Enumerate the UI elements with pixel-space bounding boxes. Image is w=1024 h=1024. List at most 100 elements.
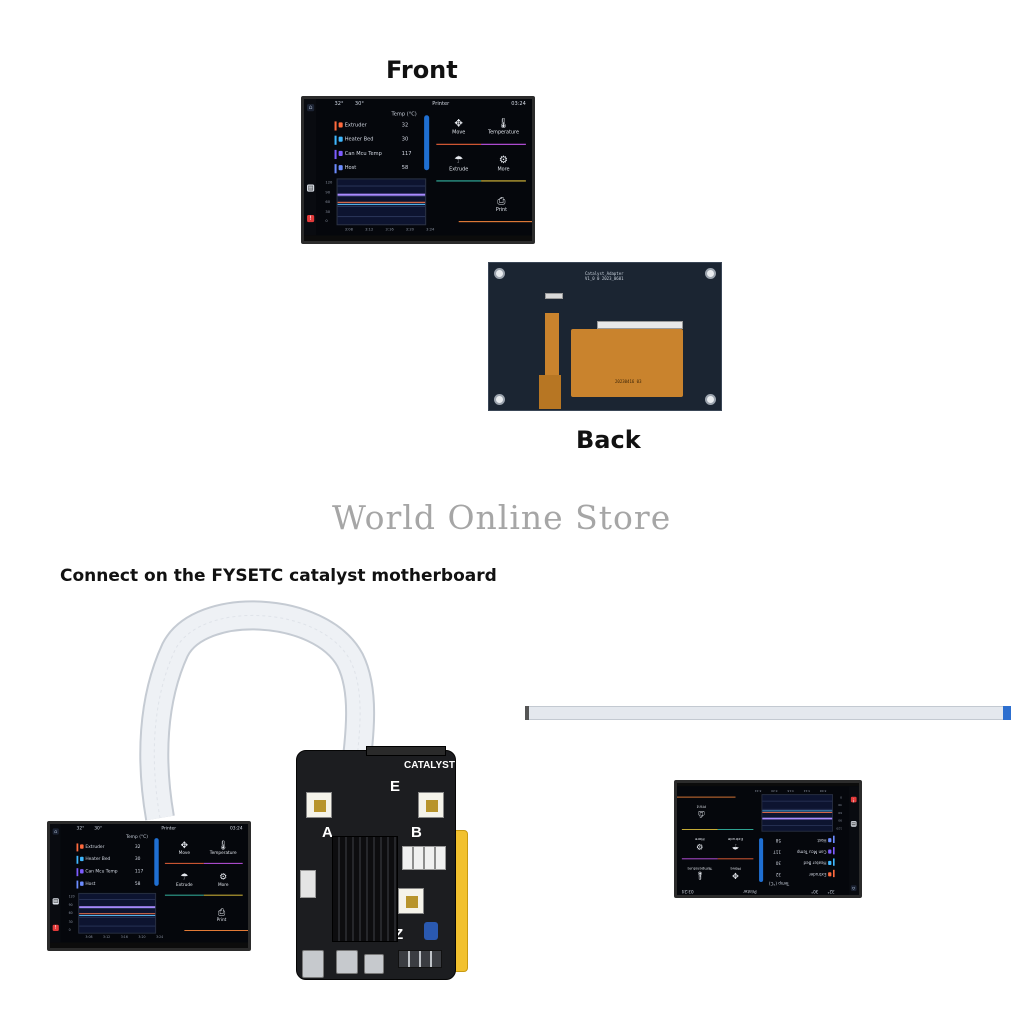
tile-move[interactable]: ✥Move — [434, 111, 483, 146]
fpc-connector — [545, 293, 563, 299]
tile-label: Move — [178, 851, 191, 856]
temp-row-name: Extruder — [85, 844, 105, 850]
temp-list-scrollbar — [424, 115, 430, 171]
temperature-icon: 🌡 — [217, 840, 229, 851]
temp-row-value: 117 — [401, 150, 412, 158]
tile-underline — [481, 143, 526, 145]
temp-row-name: Can Mcu Temp — [344, 150, 382, 158]
chart-x-tick: 3:16 — [120, 935, 128, 939]
sensor-icon — [80, 881, 84, 886]
catalyst-motherboard: CATALYST A B E Z — [296, 744, 468, 980]
temp-row[interactable]: Heater Bed 30 — [334, 135, 431, 145]
display-back-board: Catalyst_Adapter V1_0 0 2023_0601 202304… — [488, 262, 722, 411]
tile-underline — [436, 179, 482, 182]
can-mcu-series-line — [79, 906, 156, 908]
temp-row-value: 32 — [134, 844, 141, 850]
tile-label: Extrude — [449, 167, 469, 173]
console-icon: ▤ — [307, 184, 315, 192]
mount-hole — [705, 394, 716, 405]
tile-underline — [203, 894, 243, 896]
extruder-series-line — [337, 201, 426, 203]
chart-x-tick: 3:24 — [426, 227, 435, 232]
temp-row-name: Host — [344, 165, 357, 172]
temp-row-value: 117 — [134, 869, 144, 875]
tile-extrude[interactable]: ☂Extrude — [163, 866, 205, 896]
tile-more[interactable]: ⚙More — [479, 148, 528, 183]
lcd-connector — [597, 321, 683, 329]
mount-hole — [494, 268, 505, 279]
chart-x-tick: 3:12 — [365, 227, 374, 232]
watermark: World Online Store — [332, 498, 672, 537]
temp-row-accent — [76, 843, 79, 852]
temp-row-name: Heater Bed — [344, 136, 374, 143]
sensor-icon — [80, 844, 84, 849]
temp-row-name: Extruder — [344, 122, 367, 129]
slot-label-z: Z — [394, 926, 404, 943]
tile-temperature[interactable]: 🌡Temperature — [202, 835, 244, 865]
sensor-icon — [338, 165, 343, 171]
tile-label: Temperature — [209, 851, 237, 856]
chart-y-tick: 30 — [325, 209, 331, 214]
sensor-icon — [80, 869, 84, 874]
stepper-driver — [418, 792, 444, 818]
chart-y-tick: 120 — [325, 180, 333, 185]
chart-y-tick: 0 — [325, 219, 328, 224]
capacitor — [424, 922, 438, 940]
tile-extrude[interactable]: ☂Extrude — [434, 148, 483, 183]
clock: 03:24 — [511, 101, 526, 108]
lcd-flex-cable — [571, 329, 683, 397]
tile-print[interactable]: ⎙Print — [183, 902, 248, 932]
chart-x-tick: 3:20 — [138, 935, 146, 939]
tile-label: Print — [495, 207, 508, 213]
sensor-icon — [338, 150, 343, 156]
temp-row[interactable]: Can Mcu Temp 117 — [76, 867, 160, 877]
tile-more[interactable]: ⚙More — [202, 866, 244, 896]
temp-row[interactable]: Can Mcu Temp 117 — [334, 149, 431, 160]
move-icon: ✥ — [454, 118, 463, 130]
temp-row-name: Can Mcu Temp — [85, 869, 118, 875]
slot-label-a: A — [322, 824, 333, 841]
temp-row-value: 30 — [401, 136, 409, 143]
temp-row-accent — [334, 135, 337, 145]
chart-y-tick: 60 — [325, 199, 331, 204]
tile-label: Temperature — [488, 130, 519, 136]
temp-row[interactable]: Extruder 32 — [334, 120, 431, 131]
extrude-icon: ☂ — [454, 154, 464, 167]
connector-block — [402, 846, 446, 870]
chart-y-tick: 120 — [68, 894, 75, 899]
silkscreen-label: Catalyst_Adapter — [585, 271, 624, 276]
temp-row-accent — [334, 149, 337, 160]
extrude-icon: ☂ — [180, 872, 189, 883]
more-icon: ⚙ — [219, 872, 228, 883]
bed-series-line — [79, 915, 156, 916]
more-icon: ⚙ — [498, 154, 509, 167]
usb-port — [302, 950, 324, 978]
temp-row-value: 30 — [134, 856, 141, 863]
clock: 03:24 — [229, 825, 243, 832]
temp-row-value: 32 — [401, 122, 409, 129]
silkscreen-label: 20230416 03 — [615, 379, 642, 384]
tile-underline — [203, 862, 243, 864]
chart-x-tick: 3:24 — [156, 935, 164, 939]
temp-row-accent — [76, 880, 79, 889]
slot-label-e: E — [390, 778, 401, 795]
chart-y-tick: 60 — [68, 911, 73, 916]
chart-y-tick: 90 — [325, 190, 331, 195]
tile-temperature[interactable]: 🌡Temperature — [479, 111, 528, 146]
screen-sidebar: ⌂ ▤ ! — [50, 824, 61, 943]
tile-print[interactable]: ⎙Print — [457, 189, 532, 224]
temp-row-accent — [334, 121, 337, 131]
temp-row[interactable]: Extruder 32 — [76, 843, 160, 852]
bed-status-temp: 30° — [94, 825, 103, 832]
tile-move[interactable]: ✥Move — [163, 835, 205, 865]
temp-row-accent — [76, 855, 79, 864]
mount-hole — [705, 268, 716, 279]
chart-y-tick: 90 — [68, 903, 73, 907]
